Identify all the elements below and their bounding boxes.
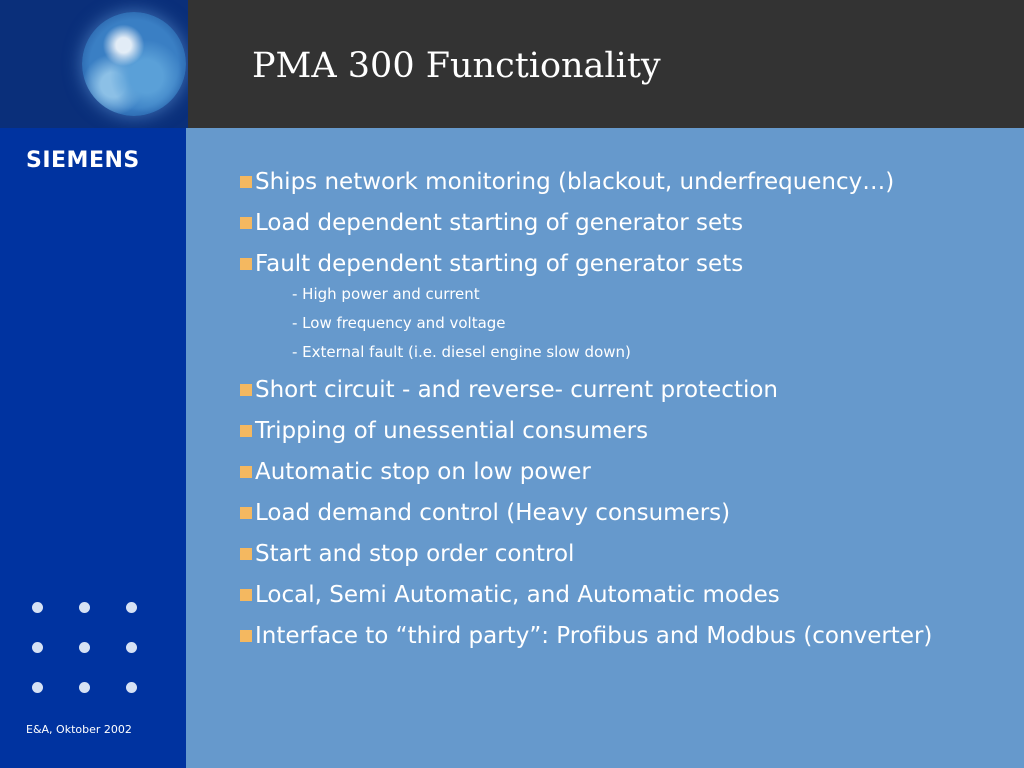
dot-icon <box>32 602 43 613</box>
bullet-item: Fault dependent starting of generator se… <box>240 248 1014 289</box>
sidebar <box>0 128 186 768</box>
bullet-text: Start and stop order control <box>255 541 575 567</box>
bullet-item: Tripping of unessential consumers <box>240 415 1014 456</box>
square-bullet-icon <box>240 384 252 396</box>
dot-icon <box>79 642 90 653</box>
bullet-item: Interface to “third party”: Profibus and… <box>240 620 1014 661</box>
bullet-text: Interface to “third party”: Profibus and… <box>255 623 933 649</box>
dot-icon <box>126 642 137 653</box>
bullet-item: Load dependent starting of generator set… <box>240 207 1014 248</box>
square-bullet-icon <box>240 217 252 229</box>
bullet-text: Load dependent starting of generator set… <box>255 210 744 236</box>
square-bullet-icon <box>240 258 252 270</box>
bullet-text: Short circuit - and reverse- current pro… <box>255 377 778 403</box>
square-bullet-icon <box>240 507 252 519</box>
dot-icon <box>79 602 90 613</box>
bullet-item: Start and stop order control <box>240 538 1014 579</box>
bullet-item: Load demand control (Heavy consumers) <box>240 497 1014 538</box>
bullet-text: Load demand control (Heavy consumers) <box>255 500 731 526</box>
bullet-text: Ships network monitoring (blackout, unde… <box>255 169 895 195</box>
sub-bullet-item: - External fault (i.e. diesel engine slo… <box>292 343 631 361</box>
bullet-text: Fault dependent starting of generator se… <box>255 251 744 277</box>
dot-icon <box>32 642 43 653</box>
dot-icon <box>126 682 137 693</box>
bullet-text: Tripping of unessential consumers <box>255 418 649 444</box>
bullet-text: Automatic stop on low power <box>255 459 591 485</box>
bullet-item: Automatic stop on low power <box>240 456 1014 497</box>
bullet-item: Local, Semi Automatic, and Automatic mod… <box>240 579 1014 620</box>
footer-text: E&A, Oktober 2002 <box>26 723 132 736</box>
slide-title: PMA 300 Functionality <box>252 46 661 86</box>
square-bullet-icon <box>240 589 252 601</box>
sub-bullet-item: - High power and current <box>292 285 480 303</box>
square-bullet-icon <box>240 630 252 642</box>
bullet-text: Local, Semi Automatic, and Automatic mod… <box>255 582 780 608</box>
bullet-list: Ships network monitoring (blackout, unde… <box>240 166 1014 661</box>
dot-icon <box>32 682 43 693</box>
globe-panel <box>0 0 188 128</box>
square-bullet-icon <box>240 466 252 478</box>
dot-icon <box>126 602 137 613</box>
dot-grid <box>32 602 152 702</box>
siemens-logo: SIEMENS <box>26 148 140 173</box>
sub-bullet-item: - Low frequency and voltage <box>292 314 506 332</box>
globe-icon <box>82 12 186 116</box>
bullet-item: Short circuit - and reverse- current pro… <box>240 374 1014 415</box>
square-bullet-icon <box>240 176 252 188</box>
square-bullet-icon <box>240 425 252 437</box>
square-bullet-icon <box>240 548 252 560</box>
bullet-item: Ships network monitoring (blackout, unde… <box>240 166 1014 207</box>
dot-icon <box>79 682 90 693</box>
